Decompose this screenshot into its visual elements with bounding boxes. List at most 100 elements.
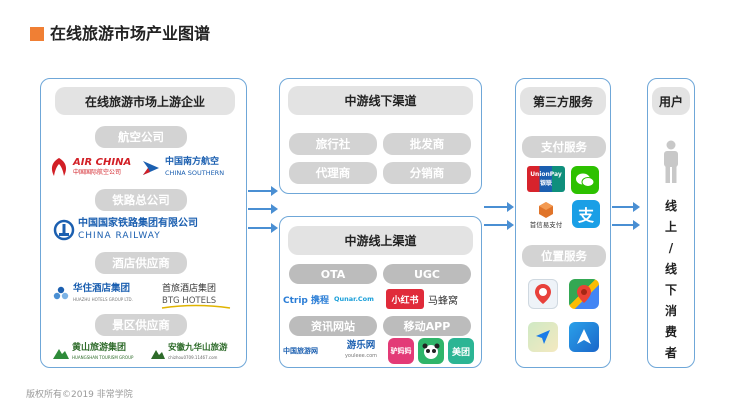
shouxin-cube-icon [539,202,553,218]
qunar-logo: Qunar.Com [334,289,380,309]
cntour-logo: 中国旅游网 [283,340,335,362]
yulewang-subtext: youleee.com [344,353,378,359]
consumer-char: / [668,241,674,255]
meituan-text: 美团 [451,347,470,358]
railway-emblem-icon [53,219,75,241]
qunar-text: Qunar.Com [334,295,374,303]
upstream-header: 在线旅游市场上游企业 [55,87,235,115]
consumer-char: 上 [664,220,677,234]
huangshan-en: HUANGSHAN TOURISM GROUP [72,355,134,360]
offline-item-wholesaler: 批发商 [383,133,471,155]
apple-maps-icon [528,322,558,352]
china-southern-logo: 中国南方航空 CHINA SOUTHERN [140,154,240,182]
mountain-icon [53,349,69,359]
btg-cn: 首旅酒店集团 [162,284,217,294]
alipay-text: 支 [577,206,594,225]
payment-service-label: 支付服务 [522,136,606,158]
wechat-bubbles-icon [576,173,595,187]
scenic-label: 景区供应商 [95,314,187,336]
google-maps-icon [569,279,599,309]
jiuhua-mountain-icon [151,350,165,359]
consumer-char: 消 [664,304,677,318]
online-channel-header: 中游线上渠道 [288,226,473,255]
arrow-midstream-to-thirdparty-2 [484,220,514,230]
railway-label: 铁路总公司 [95,189,187,211]
panda-face-icon [422,343,440,359]
jiuhuashan-logo: 安徽九华山旅游 chizhou0709.11467.com [150,341,242,365]
huazhu-en: HUAZHU HOTELS GROUP LTD. [73,297,133,302]
hotel-label: 酒店供应商 [95,252,187,274]
unionpay-en: UnionPay [530,171,562,178]
third-party-header: 第三方服务 [520,87,606,115]
wechat-pay-icon [571,166,599,194]
arrow-upstream-to-midstream-3 [248,223,278,233]
mafengwo-logo: 马蜂窝 [428,289,476,309]
kapok-flower-icon [143,161,159,175]
china-railway-cn: 中国国家铁路集团有限公司 [78,218,198,229]
user-panel [647,78,695,368]
shouxin-pay-logo: 首信易支付 [523,198,569,232]
offline-channel-header: 中游线下渠道 [288,86,473,115]
arrow-midstream-to-thirdparty-1 [484,202,514,212]
copyright-footer: 版权所有©2019 非常学院 [26,390,133,400]
arrow-thirdparty-to-user-1 [612,202,640,212]
meituan-app-icon: 美团 [448,338,474,364]
consumer-chars: 线 上 / 线 下 消 费 者 [652,196,690,364]
huangshan-cn: 黄山旅游集团 [72,343,127,353]
alipay-icon: 支 [572,200,600,228]
consumer-char: 者 [664,346,677,360]
online-mobile-app-label: 移动APP [383,316,471,336]
shouxin-pay-text: 首信易支付 [529,221,563,229]
cntour-text: 中国旅游网 [283,347,318,355]
consumer-char: 费 [664,325,677,339]
air-china-en: AIR CHINA [73,157,132,168]
baidu-pin-icon [535,284,551,304]
consumer-char: 线 [664,262,677,276]
person-icon [664,140,678,183]
consumer-char: 线 [664,199,677,213]
yulewang-logo: 游乐网 youleee.com [338,339,384,363]
air-china-logo: AIR CHINA 中国国际航空公司 [48,154,136,182]
airline-label: 航空公司 [95,126,187,148]
arrow-upstream-to-midstream-2 [248,204,278,214]
gaode-arrow-icon [577,329,591,344]
offline-item-agent: 代理商 [289,162,377,184]
jiuhuashan-cn: 安徽九华山旅游 [168,343,228,353]
mafengwo-text: 马蜂窝 [428,295,458,307]
arrow-thirdparty-to-user-2 [612,220,640,230]
offline-item-distributor: 分销商 [383,162,471,184]
lvmama-text: 驴妈妈 [390,347,412,355]
btg-logo: 首旅酒店集团 BTG HOTELS [162,280,238,310]
china-southern-cn: 中国南方航空 [165,157,220,167]
page-title: 在线旅游市场产业图谱 [50,24,211,43]
title-accent-mark [30,27,44,41]
panda-app-icon [418,338,444,364]
phoenix-icon [51,158,67,176]
google-maps-pin-icon [577,285,591,303]
consumer-char: 下 [664,283,677,297]
huazhu-logo: 华住酒店集团 HUAZHU HOTELS GROUP LTD. [52,281,158,307]
huangshan-logo: 黄山旅游集团 HUANGSHAN TOURISM GROUP [52,341,150,365]
unionpay-cn: 银联 [539,180,552,187]
online-ota-label: OTA [289,264,377,284]
baidu-map-icon [528,279,558,309]
btg-en: BTG HOTELS [162,296,217,306]
navigation-arrow-icon [536,330,550,344]
online-ugc-label: UGC [383,264,471,284]
offline-item-travel-agency: 旅行社 [289,133,377,155]
ctrip-logo: Ctrip 携程 [283,289,333,309]
china-railway-logo: 中国国家铁路集团有限公司 CHINA RAILWAY [53,216,241,244]
china-southern-en: CHINA SOUTHERN [165,169,225,177]
unionpay-logo: UnionPay 银联 [527,166,565,192]
huazhu-flower-icon [53,286,69,300]
location-service-label: 位置服务 [522,245,606,267]
jiuhuashan-en: chizhou0709.11467.com [168,355,218,360]
huazhu-cn: 华住酒店集团 [73,283,131,294]
xiaohongshu-logo: 小红书 [386,289,424,309]
china-railway-en: CHINA RAILWAY [78,231,161,241]
online-info-sites-label: 资讯网站 [289,316,377,336]
yulewang-text: 游乐网 [346,340,376,351]
gaode-map-icon [569,322,599,352]
xiaohongshu-text: 小红书 [391,295,419,306]
btg-swoosh-icon [161,304,231,309]
